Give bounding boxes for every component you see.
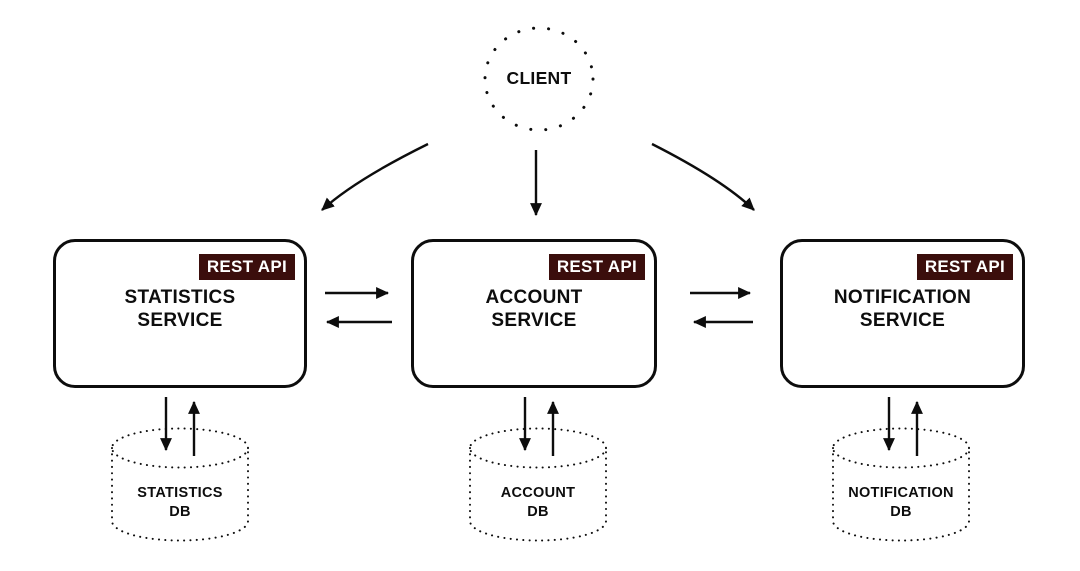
rest-api-badge: REST API [916,254,1013,280]
service-name: NOTIFICATION SERVICE [783,286,1022,332]
account-db-cylinder-body [469,447,607,542]
statistics-db-cylinder-top [111,427,249,469]
notification-db-cylinder-body [832,447,970,542]
service-name-line1: ACCOUNT [485,287,583,308]
notification-db-label: NOTIFICATION DB [821,484,981,521]
service-name: ACCOUNT SERVICE [414,286,654,332]
account-service-node: REST API ACCOUNT SERVICE [411,239,657,388]
notification-service-node: REST API NOTIFICATION SERVICE [780,239,1025,388]
statistics-db-cylinder [111,427,249,542]
service-name: STATISTICS SERVICE [56,286,304,332]
service-name-line2: SERVICE [137,310,223,331]
db-label-line2: DB [527,503,549,520]
statistics-service-node: REST API STATISTICS SERVICE [53,239,307,388]
statistics-db-label: STATISTICS DB [100,484,260,521]
rest-api-badge: REST API [198,254,295,280]
rest-api-badge: REST API [548,254,645,280]
statistics-db-cylinder-body [111,447,249,542]
account-db-cylinder-top [469,427,607,469]
db-label-line2: DB [169,503,191,520]
db-label-line1: ACCOUNT [500,485,576,501]
client-node-circle [483,26,595,132]
account-db-cylinder [469,427,607,542]
client-to-statistics-arrow [321,142,429,211]
service-name-line2: SERVICE [491,310,577,331]
service-name-line2: SERVICE [859,310,946,331]
notification-db-cylinder [832,427,970,542]
client-node-label: CLIENT [506,68,572,88]
db-label-line1: NOTIFICATION [848,485,954,501]
db-label-line2: DB [890,503,912,520]
account-db-label: ACCOUNT DB [458,484,618,521]
notification-db-cylinder-top [832,427,970,469]
service-name-line1: NOTIFICATION [833,287,972,308]
client-to-notification-arrow [651,142,755,211]
db-label-line1: STATISTICS [137,485,223,501]
service-name-line1: STATISTICS [124,287,236,308]
